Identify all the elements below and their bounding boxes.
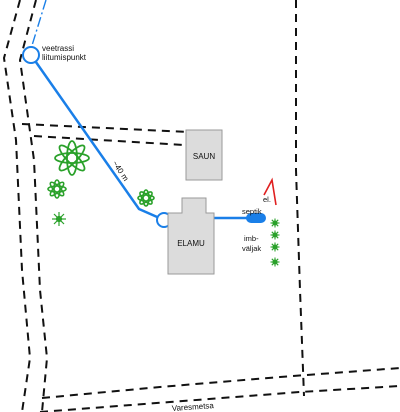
electric-pole-icon bbox=[263, 177, 277, 206]
electricity-label: el. bbox=[263, 195, 271, 204]
infiltration-label-line2: väljak bbox=[242, 244, 261, 253]
infiltration-label-line1: imb- bbox=[244, 234, 259, 243]
sauna-label: SAUN bbox=[193, 152, 215, 161]
septic-label: septik bbox=[242, 207, 262, 216]
tree-icon bbox=[47, 179, 67, 199]
infiltration-field-markers bbox=[270, 218, 280, 267]
connection-point-marker bbox=[22, 46, 40, 64]
connection-point-label-line2: liitumispunkt bbox=[42, 53, 87, 62]
connection-point-label-line1: veetrassi bbox=[42, 44, 74, 53]
road-edge-lower bbox=[39, 385, 400, 412]
road-edge-upper bbox=[41, 367, 400, 399]
tree-icon bbox=[54, 140, 90, 176]
shrub-icon bbox=[270, 218, 280, 228]
road-label: Varesmetsa bbox=[172, 401, 215, 412]
left-boundary-outer bbox=[2, 0, 32, 412]
shrub-icon bbox=[270, 257, 280, 267]
sauna-building bbox=[185, 129, 223, 181]
shrub-icon bbox=[270, 242, 280, 252]
house-building bbox=[167, 197, 215, 275]
left-boundary-inner bbox=[18, 0, 49, 412]
shrub-icon bbox=[270, 230, 280, 240]
upper-fence-line bbox=[21, 123, 189, 133]
shrub-icon bbox=[52, 212, 66, 226]
tree-icon bbox=[137, 189, 155, 207]
septic-tank bbox=[246, 213, 266, 223]
existing-water-line bbox=[29, 0, 47, 53]
right-boundary bbox=[295, 0, 305, 397]
lower-fence-line bbox=[33, 135, 185, 146]
house-label: ELAMU bbox=[177, 239, 205, 248]
water-pipe-route bbox=[29, 54, 165, 222]
